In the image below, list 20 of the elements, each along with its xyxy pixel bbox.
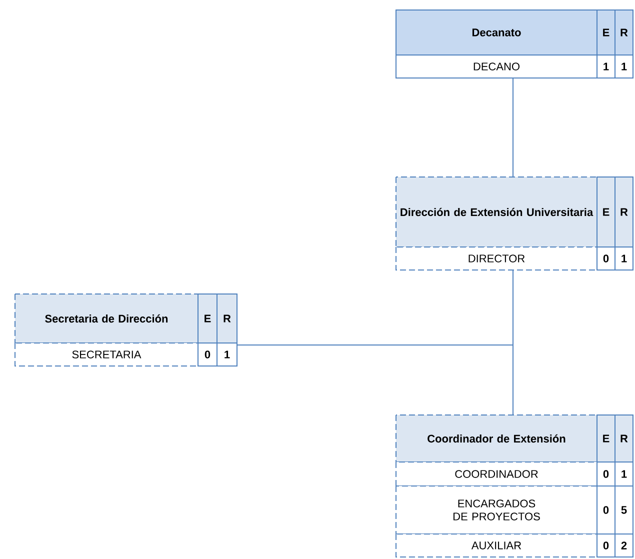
table-cell: 1: [614, 462, 634, 486]
column-header: E: [596, 176, 616, 248]
table-cell: 0: [596, 246, 616, 270]
column-header: E: [198, 294, 218, 344]
table-cell: 2: [614, 534, 634, 558]
column-header: R: [614, 176, 634, 248]
table-cell: 1: [614, 54, 634, 78]
table-cell: 1: [216, 342, 238, 366]
connector-line: [512, 270, 514, 416]
column-header: E: [596, 414, 616, 462]
column-header: R: [614, 10, 634, 56]
table-cell: 1: [596, 54, 616, 78]
table-cell: 1: [614, 246, 634, 270]
table-cell: 0: [198, 342, 218, 366]
column-header: E: [596, 10, 616, 56]
table-cell: 0: [596, 462, 616, 486]
column-header: R: [216, 294, 238, 344]
column-header: R: [614, 414, 634, 462]
table-cell: 0: [596, 534, 616, 558]
connector-line: [512, 78, 514, 178]
